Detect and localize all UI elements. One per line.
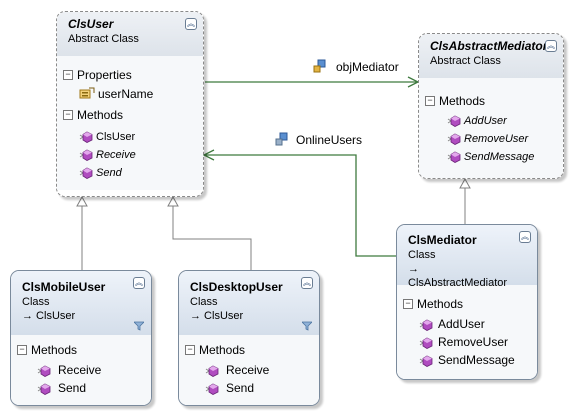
method-item[interactable]: Send (11, 379, 151, 397)
property-icon (79, 87, 95, 99)
class-body: −Methods Receive Send (179, 335, 319, 405)
class-kind: Class (22, 296, 50, 308)
method-icon (447, 115, 461, 133)
association-arrowhead (202, 149, 215, 161)
method-item[interactable]: RemoveUser (397, 333, 537, 351)
class-body: −Methods AddUser RemoveUser SendMessage (419, 78, 563, 178)
class-kind: Abstract Class (68, 33, 139, 45)
method-icon (205, 382, 219, 400)
method-icon (37, 382, 51, 400)
inheritance-arrowhead (76, 195, 88, 207)
method-icon (419, 336, 433, 354)
class-header: ClsAbstractMediator Abstract Class ︽ (419, 34, 563, 78)
class-body: −Properties userName −Methods ClsUser Re… (57, 56, 203, 190)
section-methods[interactable]: −Methods (179, 341, 319, 359)
filter-icon[interactable] (302, 321, 312, 331)
filter-icon[interactable] (134, 321, 144, 331)
method-icon (419, 318, 433, 336)
collapse-minus-icon[interactable]: − (425, 96, 435, 106)
section-methods[interactable]: −Methods (397, 295, 537, 313)
class-header: ClsMediator Class → ClsAbstractMediator … (397, 225, 537, 289)
method-item[interactable]: ClsUser (57, 128, 203, 146)
collapse-minus-icon[interactable]: − (63, 70, 73, 80)
collapse-toggle-icon[interactable]: ︽ (301, 277, 313, 289)
inheritance-arrowhead (459, 177, 471, 189)
method-item[interactable]: Receive (179, 361, 319, 379)
class-box-clsdesktopuser[interactable]: ClsDesktopUser Class → ClsUser ︽ −Method… (178, 270, 320, 406)
method-icon (447, 133, 461, 151)
association-label-onlineusers: OnlineUsers (296, 133, 363, 147)
association-label-objmediator: objMediator (336, 60, 399, 74)
method-item[interactable]: Receive (57, 146, 203, 164)
class-name: ClsMediator (408, 233, 477, 247)
association-arrowhead (407, 76, 420, 88)
class-box-clsmobileuser[interactable]: ClsMobileUser Class → ClsUser ︽ −Methods… (10, 270, 152, 406)
class-box-clsmediator[interactable]: ClsMediator Class → ClsAbstractMediator … (396, 224, 538, 380)
method-icon (419, 354, 433, 372)
class-kind: Abstract Class (430, 55, 501, 67)
section-methods[interactable]: −Methods (57, 106, 203, 124)
class-body: −Methods AddUser RemoveUser SendMessage (397, 285, 537, 379)
section-methods[interactable]: −Methods (11, 341, 151, 359)
method-icon (37, 364, 51, 382)
collapse-toggle-icon[interactable]: ︽ (185, 18, 197, 30)
base-class-label: → ClsUser (190, 310, 244, 322)
class-header: ClsDesktopUser Class → ClsUser ︽ (179, 271, 319, 335)
method-item[interactable]: Send (179, 379, 319, 397)
association-icon (275, 132, 288, 146)
class-header: ClsMobileUser Class → ClsUser ︽ (11, 271, 151, 335)
collapse-minus-icon[interactable]: − (17, 345, 27, 355)
class-name: ClsDesktopUser (190, 280, 283, 294)
method-icon (79, 131, 93, 149)
collapse-minus-icon[interactable]: − (403, 299, 413, 309)
class-name: ClsMobileUser (22, 280, 106, 294)
class-kind: Class (190, 296, 218, 308)
property-item[interactable]: userName (57, 84, 203, 104)
association-icon (313, 59, 326, 73)
method-item[interactable]: RemoveUser (419, 130, 563, 148)
class-box-clsabstractmediator[interactable]: ClsAbstractMediator Abstract Class ︽ −Me… (418, 33, 564, 179)
section-methods[interactable]: −Methods (419, 92, 563, 110)
inheritance-arrowhead (167, 195, 179, 207)
method-item[interactable]: AddUser (419, 112, 563, 130)
method-item[interactable]: AddUser (397, 315, 537, 333)
method-icon (205, 364, 219, 382)
class-body: −Methods Receive Send (11, 335, 151, 405)
association-connector-onlineusers (205, 154, 396, 257)
collapse-toggle-icon[interactable]: ︽ (133, 277, 145, 289)
base-class-label: → ClsUser (22, 310, 76, 322)
method-item[interactable]: Receive (11, 361, 151, 379)
section-properties[interactable]: −Properties (57, 66, 203, 84)
inheritance-connector-desktop (172, 206, 252, 270)
method-icon (79, 167, 93, 185)
class-name: ClsAbstractMediator (430, 39, 548, 53)
collapse-minus-icon[interactable]: − (63, 110, 73, 120)
collapse-toggle-icon[interactable]: ︽ (545, 40, 557, 52)
method-item[interactable]: SendMessage (397, 351, 537, 369)
class-header: ClsUser Abstract Class ︽ (57, 12, 203, 56)
base-class-label: → ClsAbstractMediator (408, 263, 508, 289)
class-box-clsuser[interactable]: ClsUser Abstract Class ︽ −Properties use… (56, 11, 204, 197)
method-icon (447, 151, 461, 169)
class-name: ClsUser (68, 17, 114, 31)
method-icon (79, 149, 93, 167)
collapse-toggle-icon[interactable]: ︽ (519, 231, 531, 243)
collapse-minus-icon[interactable]: − (185, 345, 195, 355)
class-kind: Class (408, 249, 436, 261)
method-item[interactable]: SendMessage (419, 148, 563, 166)
method-item[interactable]: Send (57, 164, 203, 182)
